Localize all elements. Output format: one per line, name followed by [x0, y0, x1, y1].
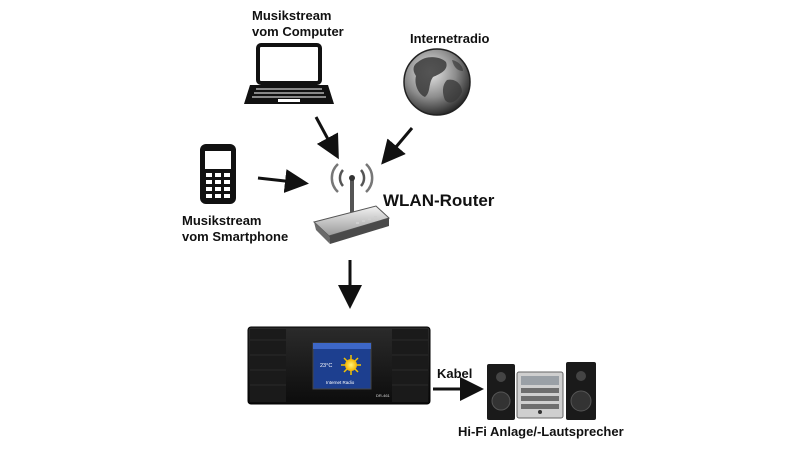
label-smartphone-line2: vom Smartphone [182, 229, 289, 244]
label-smartphone-line1: Musikstream [182, 213, 262, 228]
label-hifi-text: Hi-Fi Anlage/-Lautsprecher [458, 424, 624, 439]
radio-device-icon [247, 326, 431, 405]
arrow-internetradio-to-router [381, 127, 414, 165]
label-smartphone: Musikstream vom Smartphone [182, 213, 288, 245]
label-internetradio: Internetradio [410, 31, 489, 47]
screen-temperature: 23°C [320, 363, 332, 369]
globe-icon [403, 48, 471, 116]
label-cable-text: Kabel [437, 366, 473, 381]
wifi-router-icon [312, 163, 390, 244]
label-computer-line2: vom Computer [252, 24, 344, 39]
smartphone-icon [200, 144, 236, 204]
label-internetradio-text: Internetradio [410, 31, 490, 46]
arrow-computer-to-router [314, 116, 339, 160]
label-router-text: WLAN-Router [383, 191, 495, 210]
label-cable: Kabel [437, 366, 472, 382]
screen-title: Internet Radio [326, 380, 355, 385]
label-computer: Musikstream vom Computer [252, 8, 344, 40]
arrow-smartphone-to-router [257, 169, 309, 193]
device-model-label: DR-461 [376, 393, 391, 398]
label-computer-line1: Musikstream [252, 8, 332, 23]
hifi-system-icon [487, 362, 596, 420]
label-router: WLAN-Router [383, 191, 494, 211]
sun-icon [341, 355, 361, 375]
laptop-icon [244, 43, 334, 104]
arrows-to-router [257, 116, 414, 193]
label-hifi: Hi-Fi Anlage/-Lautsprecher [458, 424, 624, 440]
